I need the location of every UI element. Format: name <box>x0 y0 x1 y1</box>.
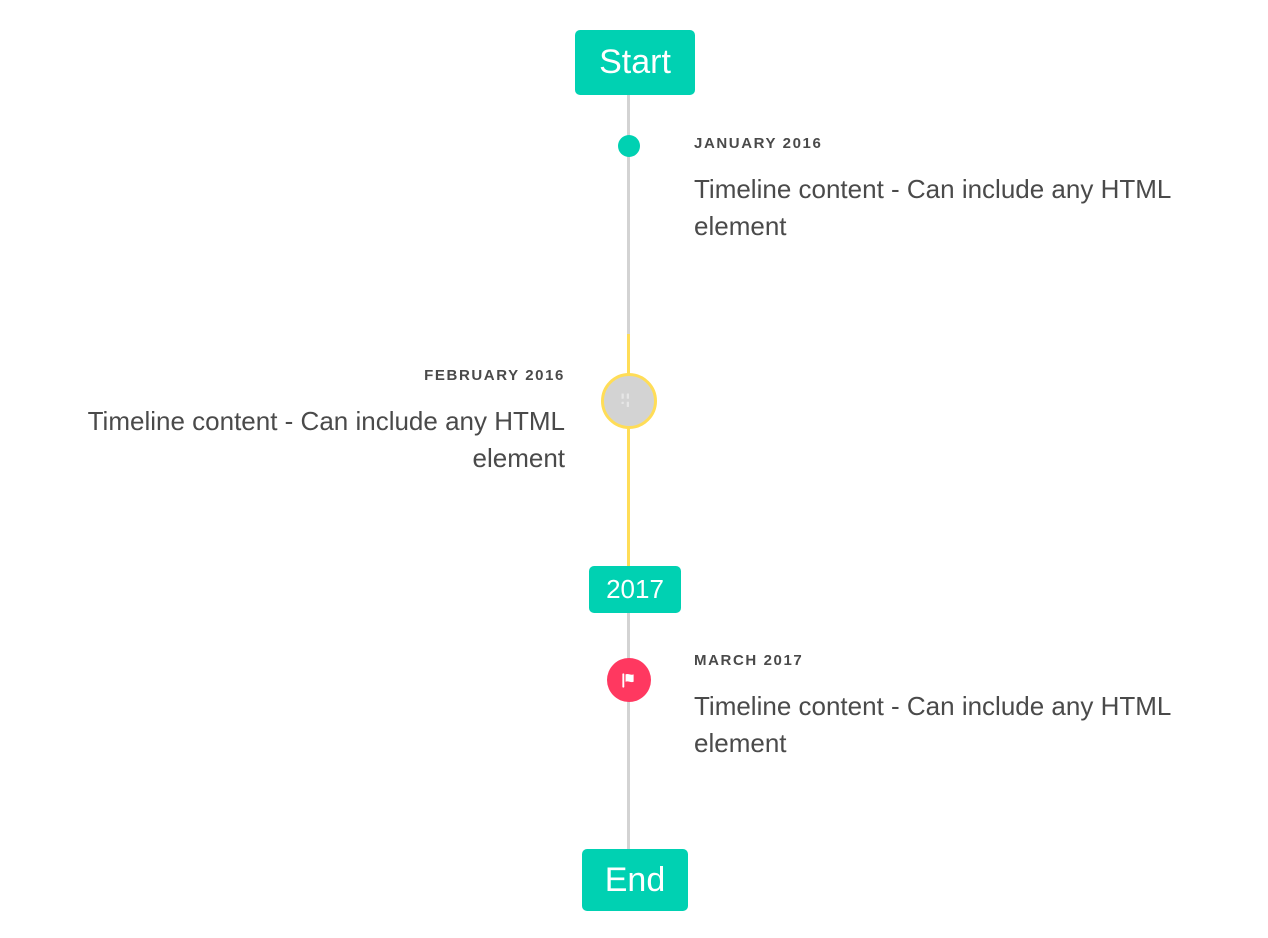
timeline-end-badge[interactable]: End <box>582 849 688 911</box>
timeline-content-march-2017: MARCH 2017 Timeline content - Can includ… <box>694 637 1234 763</box>
timeline-start-badge[interactable]: Start <box>575 30 695 95</box>
timeline-rail-segment-yellow <box>627 334 630 567</box>
broken-image-icon <box>621 393 629 407</box>
timeline-heading: MARCH 2017 <box>694 652 804 669</box>
timeline-rail-segment-gray-bottom <box>627 612 630 852</box>
timeline-header-badge-2017[interactable]: 2017 <box>589 566 681 613</box>
flag-icon <box>621 672 634 688</box>
timeline-content-january-2016: JANUARY 2016 Timeline content - Can incl… <box>694 120 1234 246</box>
timeline-body: Timeline content - Can include any HTML … <box>87 405 565 474</box>
timeline-rail-segment-gray-top <box>627 93 630 334</box>
timeline-heading: JANUARY 2016 <box>694 135 823 152</box>
timeline-heading: FEBRUARY 2016 <box>424 367 565 384</box>
timeline-content-february-2016: FEBRUARY 2016 Timeline content - Can inc… <box>34 352 565 478</box>
timeline-body: Timeline content - Can include any HTML … <box>694 690 1171 759</box>
timeline-marker-image-disc[interactable] <box>601 373 657 429</box>
timeline-marker-dot-icon[interactable] <box>618 135 640 157</box>
timeline-body: Timeline content - Can include any HTML … <box>694 173 1171 242</box>
timeline-marker-flag[interactable] <box>607 658 651 702</box>
